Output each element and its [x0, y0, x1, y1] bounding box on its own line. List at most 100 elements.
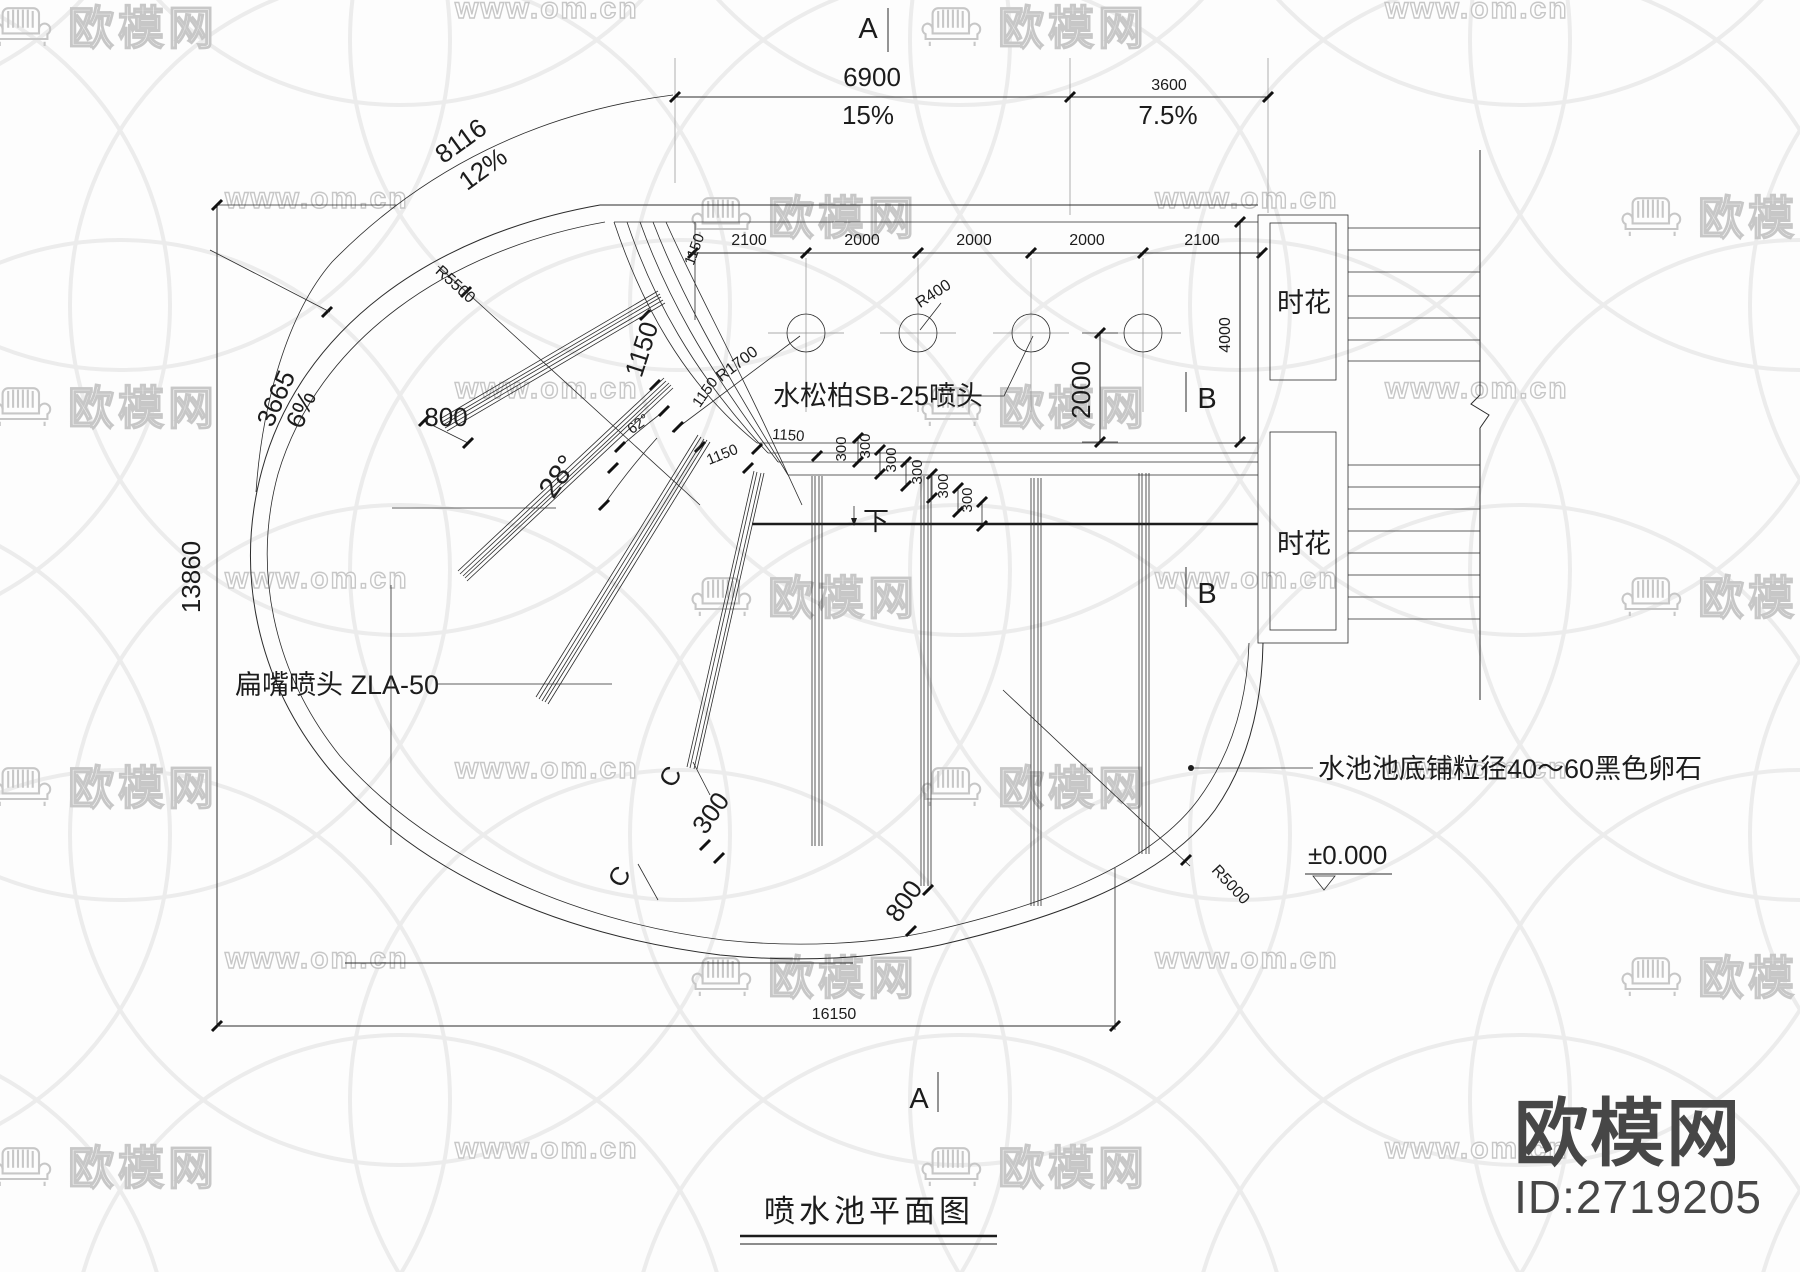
background-circle	[1188, 0, 1800, 637]
overall-dimensions: 13860 16150	[176, 198, 1122, 1033]
dim-16150: 16150	[812, 1006, 857, 1023]
background-circle	[1468, 768, 1800, 1272]
leader-dot	[1188, 765, 1194, 771]
background-circle	[348, 0, 1012, 372]
site-logo-id: ID:2719205	[1514, 1171, 1762, 1224]
watermark-url: www.om.cn	[1384, 751, 1569, 785]
sofa-icon	[921, 767, 982, 806]
title-block: 喷水池平面图	[740, 1194, 997, 1245]
background-circle	[1748, 656, 1800, 1014]
dim-3600: 3600	[1151, 77, 1187, 94]
watermark-brand-text: 欧模网	[767, 951, 918, 1004]
background-circle	[1275, 0, 1765, 107]
watermark-logo: 欧模网	[0, 752, 218, 818]
background-circle	[1748, 126, 1800, 484]
background-circle	[348, 768, 1012, 1272]
label-flat-nozzle: 扁嘴喷头 ZLA-50	[235, 670, 439, 700]
watermark-logo: 欧模网	[690, 942, 918, 1008]
dim-800-a: 800	[424, 402, 467, 432]
section-c-label: C	[602, 861, 637, 892]
background-circle	[1201, 1033, 1800, 1272]
dim-300-5: 300	[935, 473, 952, 498]
sofa-icon	[691, 577, 752, 616]
background-circle	[628, 0, 1292, 637]
jet-bundle-v4	[1138, 473, 1150, 854]
watermark-brand-text: 欧模网	[1697, 951, 1800, 1004]
slope-arc-dimension: 8116 12% 3665 6%	[209, 94, 674, 493]
watermark-url: www.om.cn	[1154, 561, 1339, 595]
dim-7-5pct: 7.5%	[1138, 100, 1197, 130]
section-a-label: A	[909, 1083, 929, 1115]
stairs-lower	[1348, 464, 1480, 620]
watermark-url: www.om.cn	[454, 0, 639, 26]
section-b-label: B	[1197, 383, 1216, 415]
dim-v4000: 4000	[1217, 317, 1234, 353]
top-dimension-chain: 6900 15% 3600 7.5%	[668, 58, 1275, 215]
watermark-logo: 欧模网	[1620, 562, 1800, 628]
background-circle	[0, 768, 452, 1272]
dim-r5500: R5500	[432, 263, 478, 307]
dim-300-3: 300	[883, 447, 900, 472]
watermark-brand-text: 欧模网	[67, 1, 218, 54]
jet-spray-lines: 800	[417, 290, 1150, 906]
background-circle	[715, 0, 1205, 107]
background-circle	[908, 768, 1572, 1272]
label-pebble: 水池池底铺粒径40～60黑色卵石	[1318, 754, 1702, 784]
label-row-nozzle: 水松柏SB-25喷头	[773, 381, 983, 411]
site-logo: 欧模网 ID:2719205	[1514, 1097, 1762, 1224]
flower-planters: 时花 时花	[1257, 150, 1490, 700]
section-b-label: B	[1197, 578, 1216, 610]
section-marker-c-lower: C	[602, 861, 659, 901]
jet-bundle-4	[686, 470, 765, 770]
level-triangle-symbol	[1312, 875, 1336, 891]
background-circle	[0, 14, 172, 596]
dim-row-4: 2000	[1069, 232, 1105, 249]
spray-nozzle-circle	[898, 313, 938, 353]
watermark-url: www.om.cn	[454, 751, 639, 785]
background-circle	[155, 0, 645, 107]
dim-row-1: 2100	[731, 232, 767, 249]
watermark-url: www.om.cn	[1384, 1131, 1569, 1165]
background-circle	[628, 503, 1292, 1167]
watermark-brand-text: 欧模网	[67, 1141, 218, 1194]
background-circle	[1468, 0, 1800, 372]
watermark-logo: 欧模网	[1620, 182, 1800, 248]
background-circle	[0, 238, 452, 902]
sofa-icon	[0, 387, 52, 426]
background-circle	[1468, 238, 1800, 902]
dim-300-6: 300	[959, 487, 976, 512]
dim-r400: R400	[913, 277, 954, 312]
lower-dims: 300 800	[686, 786, 935, 938]
jet-bundle-v2	[920, 476, 932, 886]
section-marker-b-lower: B	[1185, 567, 1217, 610]
section-marker-b-upper: B	[1185, 372, 1217, 415]
watermark-logo: 欧模网	[0, 0, 218, 58]
background-circle	[0, 544, 172, 1126]
watermark-brand-text: 欧模网	[1697, 191, 1800, 244]
background-circle	[1188, 503, 1800, 1167]
watermark-logo: 欧模网	[1620, 942, 1800, 1008]
watermark-brand-text: 欧模网	[767, 571, 918, 624]
background-circle	[68, 0, 732, 637]
watermark-brand-text: 欧模网	[997, 761, 1148, 814]
dim-15pct: 15%	[842, 100, 894, 130]
dim-1150-e: 1150	[772, 426, 805, 445]
label-down: 下	[863, 506, 889, 536]
spray-nozzle-circle	[1011, 313, 1051, 353]
sofa-icon	[1621, 197, 1682, 236]
watermark-logo: 欧模网	[0, 372, 218, 438]
dim-300-2: 300	[857, 433, 874, 458]
watermark-brand-text: 欧模网	[767, 191, 918, 244]
dim-v2000: 2000	[1066, 361, 1096, 419]
nozzle-row-area: 2100 2000 2000 2000 2100 R400 水松柏SB-25喷头…	[686, 215, 1269, 449]
watermark-logo: 欧模网	[920, 752, 1148, 818]
site-logo-brand: 欧模网	[1514, 1092, 1743, 1176]
sofa-icon	[691, 197, 752, 236]
spray-nozzle-circle	[786, 313, 826, 353]
watermark-logo: 欧模网	[920, 372, 1148, 438]
background-circle	[0, 0, 452, 372]
dim-r5000: R5000	[1208, 862, 1253, 908]
dim-r1700: R1700	[713, 343, 761, 385]
watermark-url: www.om.cn	[224, 561, 409, 595]
